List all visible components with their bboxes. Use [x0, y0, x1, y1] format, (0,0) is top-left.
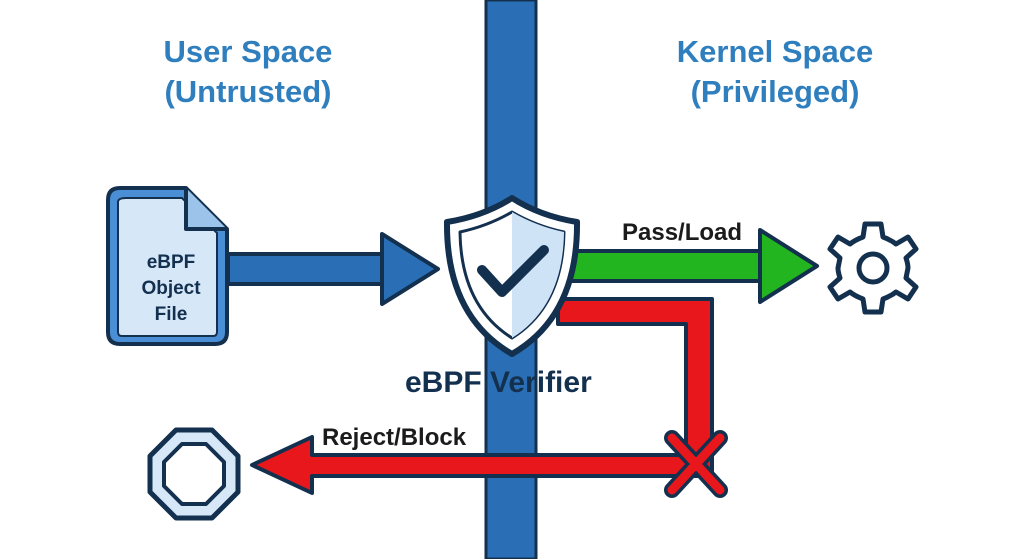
user-space-title: User Space (Untrusted)	[118, 32, 378, 112]
cross-icon	[664, 430, 728, 498]
gear-icon	[827, 221, 919, 315]
shield-check-icon	[443, 195, 581, 357]
document-icon	[106, 186, 229, 346]
reject-block-label: Reject/Block	[322, 424, 467, 451]
kernel-space-qualifier: (Privileged)	[690, 74, 860, 109]
file-label-line1: eBPF	[146, 252, 196, 273]
pass-load-label: Pass/Load	[622, 219, 743, 246]
verifier-label: eBPF Verifier	[405, 366, 592, 399]
kernel-space-label: Kernel Space	[676, 34, 874, 69]
user-space-label: User Space	[163, 34, 333, 69]
file-label: eBPF Object File	[112, 250, 230, 328]
file-label-line2: Object	[141, 278, 201, 299]
kernel-space-title: Kernel Space (Privileged)	[645, 32, 905, 112]
file-label-line3: File	[154, 304, 188, 325]
stop-octagon-icon	[147, 427, 241, 521]
user-space-qualifier: (Untrusted)	[164, 74, 332, 109]
load-arrow	[226, 232, 440, 306]
pass-arrow	[566, 228, 819, 304]
